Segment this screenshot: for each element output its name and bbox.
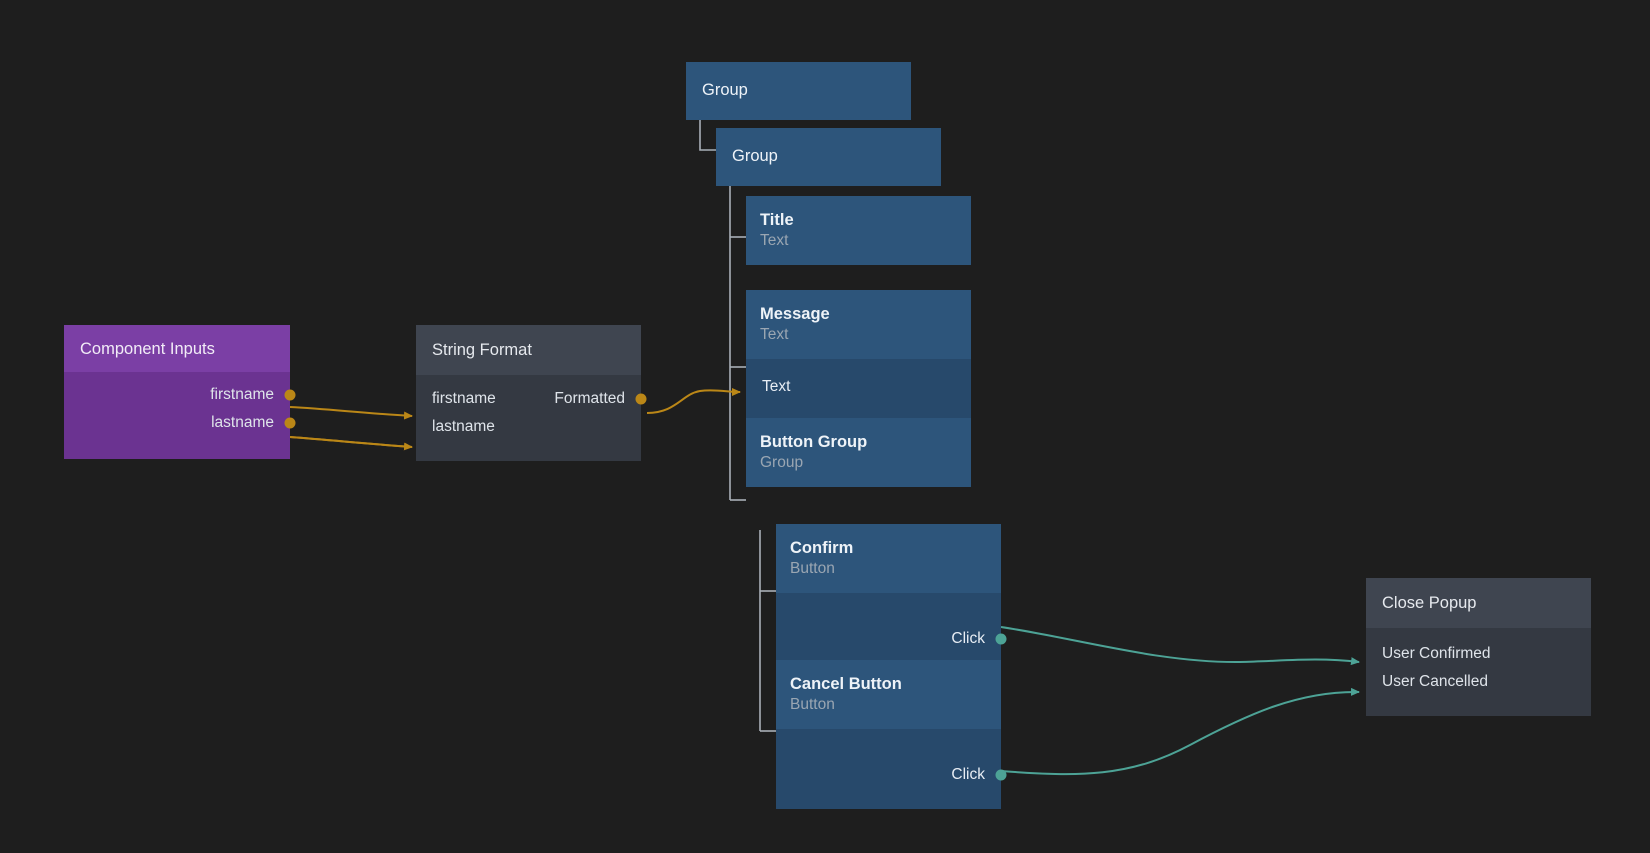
node-close-popup[interactable]: Close Popup User Confirmed User Cancelle… [1366,578,1591,716]
node-title: Button Group [760,433,868,451]
node-title: Cancel Button [790,675,902,693]
node-header: Cancel Button Button [776,660,1001,729]
edge-lastname [289,436,413,448]
node-subtitle: Button [790,695,835,713]
node-header: Group [686,62,911,120]
node-subtitle: Text [760,231,789,249]
node-header: Title Text [746,196,971,265]
node-header: Confirm Button [776,524,1001,593]
node-body: Text [746,359,971,423]
port-label: firstname [210,385,274,403]
port-label: User Cancelled [1382,672,1488,690]
node-subtitle: Button [790,559,835,577]
port-label: Click [951,630,985,647]
node-cancel-button[interactable]: Cancel Button Button Click [776,660,1007,809]
port-label: lastname [432,417,495,435]
port-label: User Confirmed [1382,644,1491,662]
node-subtitle: Group [760,453,804,471]
output-port-click[interactable] [995,769,1007,781]
node-body: Click [776,593,1007,673]
port-label: Click [951,766,985,783]
node-title: Group [702,81,748,99]
port-row-lastname-out[interactable]: lastname [64,409,296,437]
node-button-group[interactable]: Button Group Group [746,418,971,487]
node-component-inputs[interactable]: Component Inputs firstname lastname [64,325,296,459]
edge-confirm-click [1000,626,1360,666]
node-confirm-button[interactable]: Confirm Button Click [776,524,1007,673]
port-label: firstname [432,389,496,407]
port-row-lastname-in[interactable]: lastname [416,413,641,441]
node-header: String Format [416,325,641,375]
node-message-text[interactable]: Message Text Text [746,290,971,423]
node-header: Button Group Group [746,418,971,487]
node-title: String Format [432,341,532,359]
edge-firstname [289,406,413,420]
node-title: Confirm [790,539,854,557]
node-body: firstname lastname [64,371,296,459]
node-group-root[interactable]: Group [686,62,911,120]
node-title-text[interactable]: Title Text [746,196,971,265]
output-port-formatted[interactable] [635,393,647,404]
port-row-click-out[interactable]: Click [776,761,1007,789]
port-row-firstname-out[interactable]: firstname [64,381,296,409]
port-label: Text [762,378,791,395]
node-title: Title [760,211,794,229]
node-title: Group [732,147,778,165]
edge-lastname-arrow [289,436,413,451]
node-body: Click [776,729,1007,809]
node-subtitle: Text [760,325,789,343]
node-group-child[interactable]: Group [716,128,941,186]
edge-cancel-click [1000,687,1360,776]
node-string-format[interactable]: String Format firstname Formatted lastna… [416,325,647,461]
port-row-click-out[interactable]: Click [776,625,1007,653]
port-row-user-cancelled[interactable]: User Cancelled [1366,668,1591,696]
output-port-click[interactable] [995,633,1007,645]
node-title: Message [760,305,830,323]
node-header: Component Inputs [64,325,290,372]
node-header: Group [716,128,941,186]
node-body: firstname Formatted lastname [416,374,647,461]
node-body: User Confirmed User Cancelled [1366,627,1591,716]
port-row-user-confirmed[interactable]: User Confirmed [1366,640,1591,668]
port-label: Formatted [554,389,625,407]
port-label: lastname [211,413,274,431]
node-title: Component Inputs [80,340,215,358]
port-row-firstname-in[interactable]: firstname Formatted [416,385,647,413]
edge-formatted-to-text [646,387,741,414]
port-row-text-in[interactable]: Text [746,373,971,401]
node-header: Message Text [746,290,971,359]
node-header: Close Popup [1366,578,1591,628]
output-port-lastname[interactable] [284,417,296,428]
node-title: Close Popup [1382,594,1477,612]
output-port-firstname[interactable] [284,389,296,400]
